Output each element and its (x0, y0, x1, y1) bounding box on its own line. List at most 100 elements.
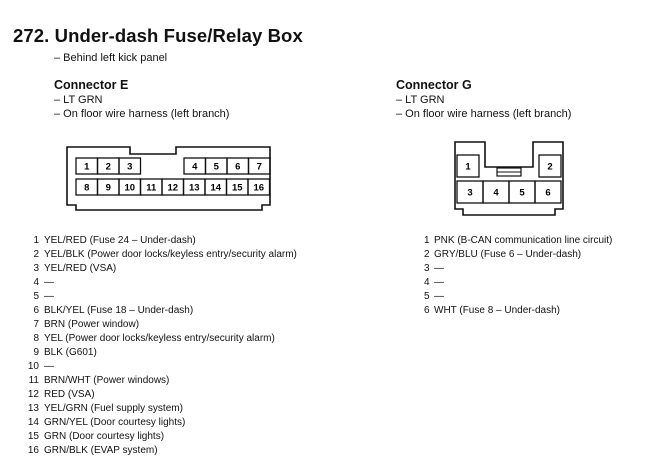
pin-num: 9 (33, 347, 39, 358)
pin-cell-4: 4 (482, 180, 510, 204)
pin-number: 16 (253, 183, 264, 194)
pin-num: 2 (424, 249, 430, 260)
pin-cell-4: 4 (183, 157, 207, 175)
pin-num: 5 (424, 291, 430, 302)
connector-e-pin-list: 1 YEL/RED (Fuse 24 – Under-dash) 2 YEL/BLK … (21, 234, 297, 458)
pin-number: 1 (84, 162, 90, 173)
location-note: – Behind left kick panel (54, 52, 168, 64)
pin-cell-1: 1 (75, 157, 99, 175)
connector-e-pin-row: 5— (21, 290, 297, 304)
pin-description: — (44, 361, 54, 372)
pin-num: 6 (33, 305, 39, 316)
connector-e-pin-row: 11 BRN/WHT (Power windows) (21, 374, 297, 388)
pin-num: 2 (33, 249, 39, 260)
pin-description: YEL/RED (VSA) (44, 263, 117, 274)
pin-num: 15 (27, 431, 39, 442)
connector-e-pin-row: 1 YEL/RED (Fuse 24 – Under-dash) (21, 234, 297, 248)
connector-e-location: – On floor wire harness (left branch) (54, 108, 230, 120)
pin-cell-12: 12 (161, 178, 185, 196)
pin-cell-13: 13 (182, 178, 206, 196)
pin-cell-6: 6 (226, 157, 250, 175)
pin-description: YEL/GRN (Fuel supply system) (44, 403, 183, 414)
pin-cell-16: 16 (247, 178, 271, 196)
connector-g-pin-row: 4— (424, 276, 612, 290)
pin-description: GRN (Door courtesy lights) (44, 431, 165, 442)
pin-description: — (44, 291, 54, 302)
pin-cell-10: 10 (118, 178, 142, 196)
pin-description: YEL/BLK (Power door locks/keyless entry/… (44, 249, 297, 260)
connector-g-pin-row: 2 GRY/BLU (Fuse 6 – Under-dash) (424, 248, 612, 262)
pin-cell-15: 15 (225, 178, 249, 196)
pin-number: 15 (232, 183, 243, 194)
pin-description: YEL/RED (Fuse 24 – Under-dash) (44, 235, 196, 246)
pin-number: 4 (192, 162, 198, 173)
pin-number: 3 (127, 162, 132, 173)
connector-e-pin-row: 14 GRN/YEL (Door courtesy lights) (21, 416, 297, 430)
pin-description: BRN/WHT (Power windows) (44, 375, 170, 386)
pin-description: GRY/BLU (Fuse 6 – Under-dash) (434, 249, 582, 260)
pin-cell-8: 8 (75, 178, 99, 196)
pin-number: 2 (547, 162, 552, 173)
pin-number: 11 (146, 183, 157, 194)
pin-description: GRN/YEL (Door courtesy lights) (44, 417, 186, 428)
pin-num: 10 (27, 361, 39, 372)
pin-number: 3 (467, 188, 472, 199)
connector-e-pin-row: 13 YEL/GRN (Fuel supply system) (21, 402, 297, 416)
connector-e-pin-row: 2 YEL/BLK (Power door locks/keyless entry… (21, 248, 297, 262)
pin-num: 11 (28, 375, 39, 386)
pin-cell-3: 3 (456, 180, 484, 204)
pin-number: 8 (84, 183, 89, 194)
pin-num: 16 (27, 445, 39, 456)
pin-cell-6: 6 (534, 180, 562, 204)
pin-number: 6 (545, 188, 550, 199)
pin-num: 3 (33, 263, 39, 274)
connector-e-title: Connector E (54, 78, 129, 92)
pin-number: 9 (106, 183, 111, 194)
pin-num: 1 (424, 235, 430, 246)
pin-num: 4 (424, 277, 430, 288)
connector-g-header: Connector G – LT GRN – On floor wire har… (396, 78, 571, 121)
pin-description: — (434, 277, 444, 288)
connector-e-header: Connector E – LT GRN – On floor wire har… (54, 78, 229, 121)
pin-cell-9: 9 (96, 178, 120, 196)
pin-number: 10 (124, 183, 135, 194)
pin-cell-5: 5 (204, 157, 228, 175)
connector-g-color: – LT GRN (396, 94, 445, 106)
pin-number: 7 (257, 162, 262, 173)
pin-cell-3: 3 (118, 157, 142, 175)
connector-e-pin-row: 10 — (21, 360, 297, 374)
pin-cell-2: 2 (96, 157, 120, 175)
pin-number: 5 (519, 188, 525, 199)
pin-cell-7: 7 (247, 157, 271, 175)
pin-num: 6 (424, 305, 430, 316)
pin-num: 4 (33, 277, 39, 288)
pin-description: YEL (Power door locks/keyless entry/secu… (44, 333, 275, 344)
pin-number: 13 (189, 183, 200, 194)
pin-description: — (434, 291, 444, 302)
pin-number: 5 (214, 162, 220, 173)
pin-num: 3 (424, 263, 430, 274)
pin-num: 13 (27, 403, 39, 414)
connector-g-pin-row: 5— (424, 290, 612, 304)
connector-g-pin-row: 3— (424, 262, 612, 276)
connector-e-pin-row: 3 YEL/RED (VSA) (21, 262, 297, 276)
connector-g-location: – On floor wire harness (left branch) (396, 108, 572, 120)
pin-description: BRN (Power window) (44, 319, 140, 330)
pin-num: 1 (33, 235, 39, 246)
pin-number: 14 (210, 183, 221, 194)
pin-num: 14 (27, 417, 39, 428)
connector-g-title: Connector G (396, 78, 472, 92)
pin-cell-11: 11 (139, 178, 163, 196)
